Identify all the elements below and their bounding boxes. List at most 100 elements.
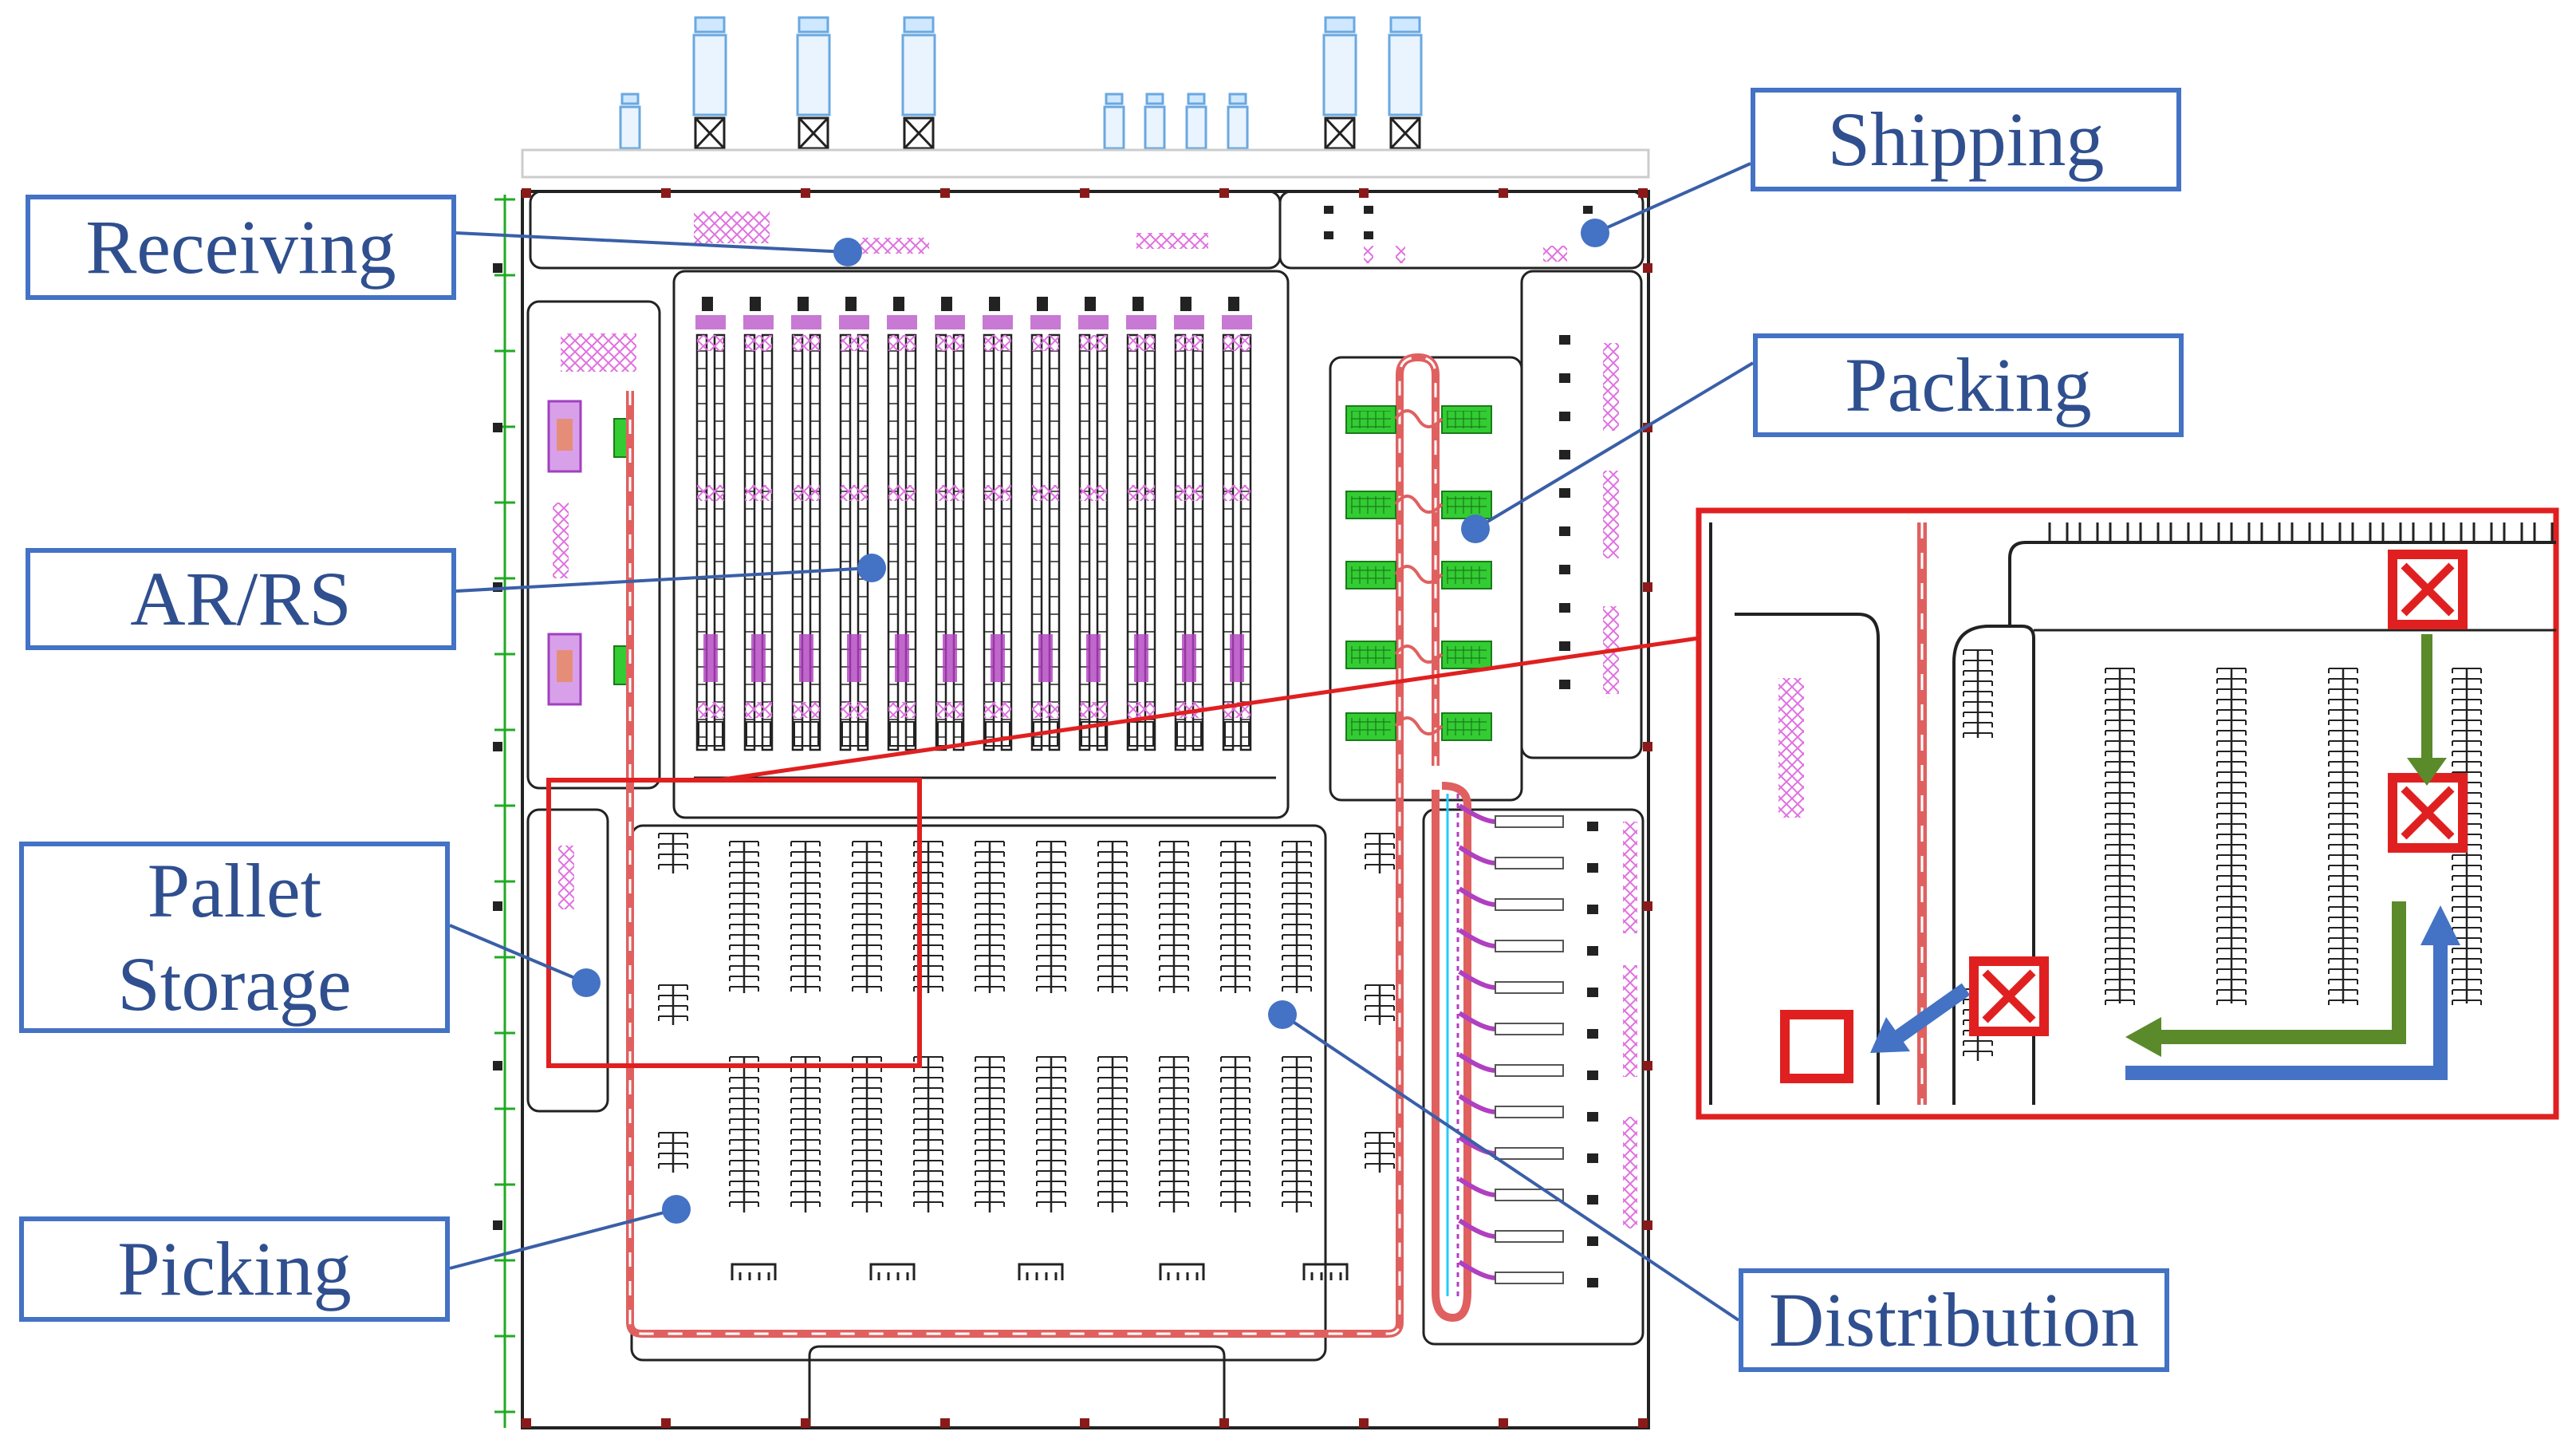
inset-rack-edge (2139, 522, 2160, 542)
silo-icon (1388, 16, 1423, 150)
packing-link (1394, 495, 1444, 514)
dock-mark (1587, 1153, 1598, 1163)
column-marker (1643, 1061, 1652, 1070)
packing-link (1394, 645, 1444, 664)
distribution-chute (1458, 1011, 1564, 1035)
picking-shelf (852, 1056, 882, 1212)
column-marker (1219, 188, 1229, 198)
dock-mark (1587, 988, 1598, 997)
picking-shelf (1282, 841, 1312, 993)
dock-mark (1587, 1195, 1598, 1205)
shipping-text: Shipping (1827, 97, 2105, 183)
flow-arrow-icon (2407, 758, 2447, 786)
picking-shelf (658, 1132, 688, 1173)
arrs-label: AR/RS (26, 548, 456, 650)
column-marker (522, 188, 531, 198)
dock-mark (1364, 231, 1373, 239)
picking-shelf (852, 841, 882, 993)
dock-shelf (1302, 1263, 1349, 1280)
packing-station (1441, 491, 1492, 519)
leader-line (455, 566, 872, 593)
inset-wall (2008, 541, 2556, 559)
column-marker (1219, 1418, 1229, 1428)
picking-shelf (1220, 841, 1251, 993)
column-marker (522, 1418, 531, 1428)
silo-icon (901, 16, 936, 150)
picking-shelf (658, 833, 688, 873)
distribution-chute (1458, 1052, 1564, 1077)
packing-station (1345, 641, 1396, 669)
flow-arrow-icon (2153, 901, 2406, 1044)
distribution-chute (1458, 928, 1564, 952)
rack-aisle (983, 297, 1013, 751)
dock-mark (1559, 335, 1570, 345)
column-marker (1080, 188, 1089, 198)
column-marker (493, 1061, 502, 1070)
dock-mark (1364, 206, 1373, 214)
dock-shelf (869, 1263, 916, 1280)
silo-icon (1144, 93, 1166, 150)
column-marker (493, 263, 502, 273)
inset-rack-edge (2533, 522, 2554, 542)
dock-mark (1587, 1278, 1598, 1287)
flow-arrow-icon (1870, 1017, 1910, 1053)
picking-shelf (1159, 1056, 1189, 1212)
silo-icon (796, 16, 831, 150)
column-markers (493, 188, 1652, 1428)
inset-pallet-marks (1778, 678, 1804, 818)
inset-rack-edge (2503, 522, 2523, 542)
picking-shelf (975, 1056, 1005, 1212)
column-marker (801, 1418, 810, 1428)
distribution-chute (1458, 803, 1564, 828)
distribution-chute (1458, 1218, 1564, 1243)
picking-shelf (1036, 1056, 1066, 1212)
flow-arrow-icon (1893, 983, 1971, 1043)
inset-rack-edge (2048, 522, 2069, 542)
picking-shelf (1282, 1056, 1312, 1212)
inset-rack-edge (2351, 522, 2372, 542)
column-marker (1638, 1418, 1648, 1428)
zoom-inset (1696, 507, 2559, 1120)
zone-marker (1461, 515, 1490, 543)
inset-rack-edge (2321, 522, 2342, 542)
picking-text: Picking (117, 1226, 352, 1312)
zone-marker (1268, 1000, 1297, 1029)
flow-arrow-icon (2420, 905, 2460, 945)
inset-rack-edge (2078, 522, 2099, 542)
picking-shelf (790, 841, 821, 993)
picking-shelf (1036, 841, 1066, 993)
dock-mark (1559, 450, 1570, 459)
pallet-x-icon (2388, 550, 2468, 629)
dock-mark (1559, 565, 1570, 574)
distribution-chute (1458, 886, 1564, 911)
rack-aisle (695, 297, 726, 751)
column-marker (493, 742, 502, 751)
dock-mark (1324, 231, 1333, 239)
rack-aisle (1078, 297, 1109, 751)
rack-aisle (1222, 297, 1252, 751)
rack-aisle (1126, 297, 1156, 751)
column-marker (1638, 188, 1648, 198)
inset-rack-edge (2381, 522, 2402, 542)
column-marker (1643, 263, 1652, 273)
dock-mark (1587, 1236, 1598, 1246)
silo-icon (1185, 93, 1207, 150)
inset-wall (1735, 613, 1880, 1105)
packing-station (1441, 641, 1492, 669)
dock-mark (1587, 1070, 1598, 1080)
dock-mark (1559, 373, 1570, 383)
inset-rack-edge (2200, 522, 2220, 542)
picking-shelf (1159, 841, 1189, 993)
picking-shelf (2216, 668, 2247, 1005)
dock-mark (1587, 905, 1598, 914)
column-marker (1643, 1220, 1652, 1230)
column-marker (661, 1418, 671, 1428)
inset-rack-edge (2442, 522, 2463, 542)
shipping-label: Shipping (1751, 88, 2181, 191)
distribution-chute (1458, 1135, 1564, 1160)
column-marker (1499, 1418, 1508, 1428)
leader-line (1281, 1013, 1740, 1322)
rack-aisle (1030, 297, 1061, 751)
packing-link (1394, 409, 1444, 428)
distribution-chute (1458, 1177, 1564, 1201)
